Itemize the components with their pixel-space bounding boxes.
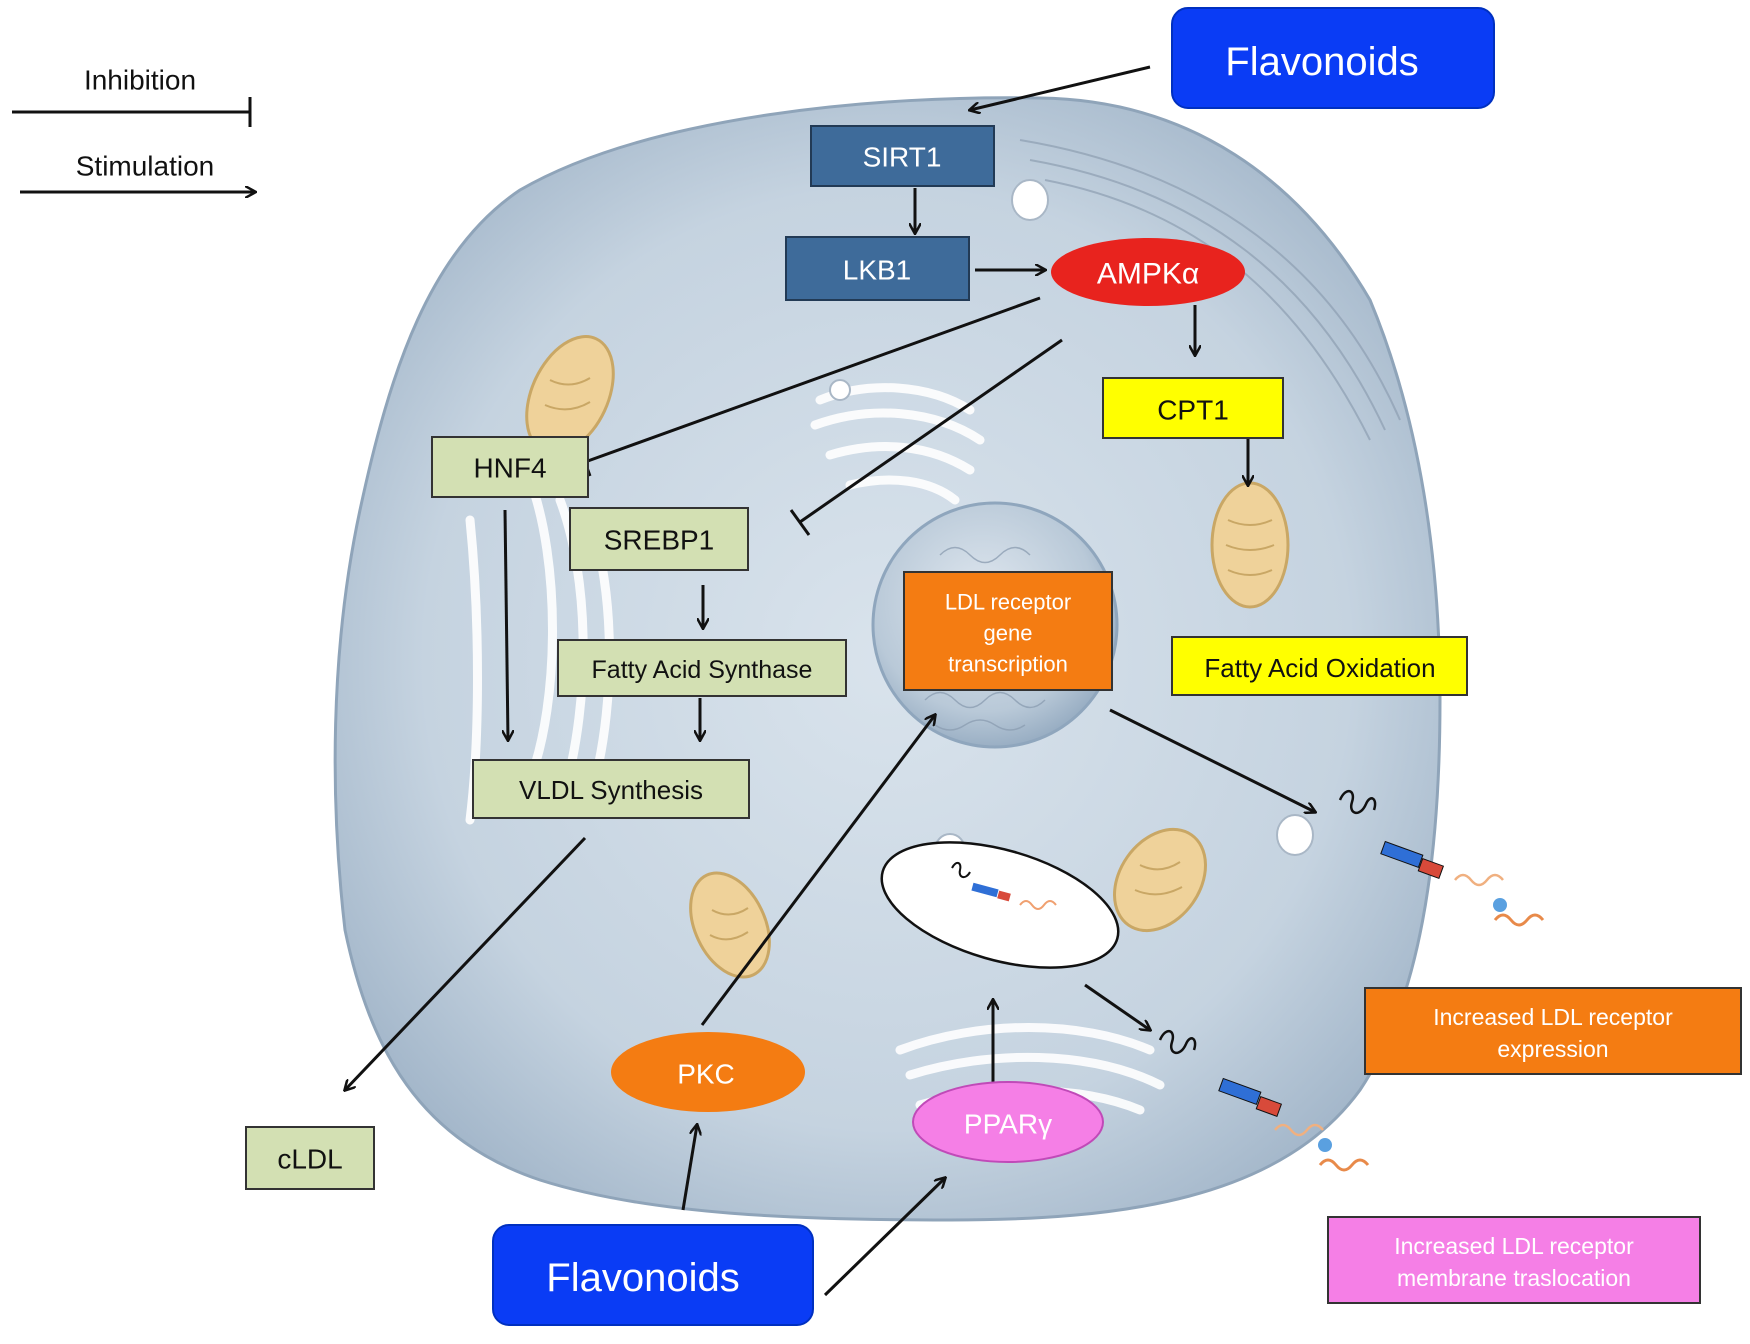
inhibit-ampk-hnf4 (584, 296, 1041, 464)
flavonoids-top-node: Flavonoids (1171, 7, 1495, 109)
ppar-gamma-node: PPARγ (912, 1081, 1104, 1163)
flavonoids-bottom-node: Flavonoids (492, 1224, 814, 1326)
svg-text:CPT1: CPT1 (1157, 395, 1229, 426)
srebp1-node: SREBP1 (569, 507, 749, 571)
cldl-node: cLDL (245, 1126, 375, 1190)
legend: Inhibition Stimulation (12, 65, 255, 193)
hnf4-node: HNF4 (431, 436, 589, 498)
fatty-acid-synthase-node: Fatty Acid Synthase (557, 639, 847, 697)
svg-text:cLDL: cLDL (277, 1144, 342, 1175)
svg-text:SIRT1: SIRT1 (863, 142, 942, 173)
fatty-acid-oxidation-node: Fatty Acid Oxidation (1171, 636, 1468, 696)
transport-vesicle (880, 841, 1120, 969)
inhibit-ampk-srebp1 (799, 338, 1063, 524)
svg-text:gene: gene (984, 621, 1033, 646)
lkb1-node: LKB1 (785, 236, 970, 301)
arrow-vldl-to-cldl (345, 836, 587, 1090)
vldl-synthesis-node: VLDL Synthesis (472, 759, 750, 819)
svg-text:PKC: PKC (677, 1059, 735, 1090)
svg-text:PPARγ: PPARγ (964, 1109, 1052, 1140)
mitochondria-cristae (544, 377, 1275, 941)
svg-text:AMPKα: AMPKα (1097, 258, 1199, 291)
svg-text:LDL receptor: LDL receptor (945, 590, 1071, 615)
svg-text:LKB1: LKB1 (843, 255, 912, 286)
svg-text:SREBP1: SREBP1 (604, 525, 715, 556)
svg-text:VLDL Synthesis: VLDL Synthesis (519, 775, 703, 805)
ldl-gene-transcription-node: LDL receptor gene transcription (903, 571, 1113, 691)
arrow-pkc-to-nucleus (700, 715, 935, 1026)
arrow-flavonoids-to-pkc (681, 1125, 697, 1211)
vesicle-receptor-icon (951, 862, 1057, 910)
svg-text:expression: expression (1497, 1036, 1608, 1062)
increased-expression-node: Increased LDL receptor expression (1364, 987, 1742, 1075)
svg-text:Flavonoids: Flavonoids (1225, 40, 1418, 84)
svg-text:Flavonoids: Flavonoids (546, 1256, 739, 1300)
stimulation-arrows (345, 65, 1315, 1297)
mitochondria (525, 335, 1290, 979)
arrow-hnf4-to-vldl (505, 509, 508, 740)
ampk-node: AMPKα (1051, 238, 1245, 306)
increased-translocation-node: Increased LDL receptor membrane trasloca… (1327, 1216, 1701, 1304)
membrane-receptor-lower-icon (1158, 1030, 1370, 1172)
svg-text:membrane traslocation: membrane traslocation (1397, 1265, 1631, 1291)
chromatin (924, 546, 1046, 731)
arrow-nucleus-to-receptor (1109, 708, 1315, 812)
cpt1-node: CPT1 (1102, 377, 1284, 439)
svg-text:HNF4: HNF4 (473, 453, 546, 484)
svg-text:Fatty Acid Oxidation: Fatty Acid Oxidation (1204, 653, 1435, 683)
legend-stimulation-label: Stimulation (76, 151, 215, 182)
svg-text:Increased LDL receptor: Increased LDL receptor (1394, 1233, 1634, 1259)
sirt1-node: SIRT1 (810, 125, 995, 187)
svg-text:Fatty Acid Synthase: Fatty Acid Synthase (592, 656, 813, 684)
arrow-flavonoids-to-ppar (823, 1178, 945, 1297)
pkc-node: PKC (611, 1032, 805, 1112)
membrane-receptor-upper-icon (1338, 790, 1545, 927)
svg-text:Increased LDL receptor: Increased LDL receptor (1433, 1004, 1673, 1030)
legend-inhibition-label: Inhibition (84, 65, 196, 96)
arrow-flavonoids-to-sirt1 (970, 65, 1151, 110)
arrow-vesicle-to-receptor (1084, 983, 1150, 1030)
svg-text:transcription: transcription (948, 652, 1068, 677)
